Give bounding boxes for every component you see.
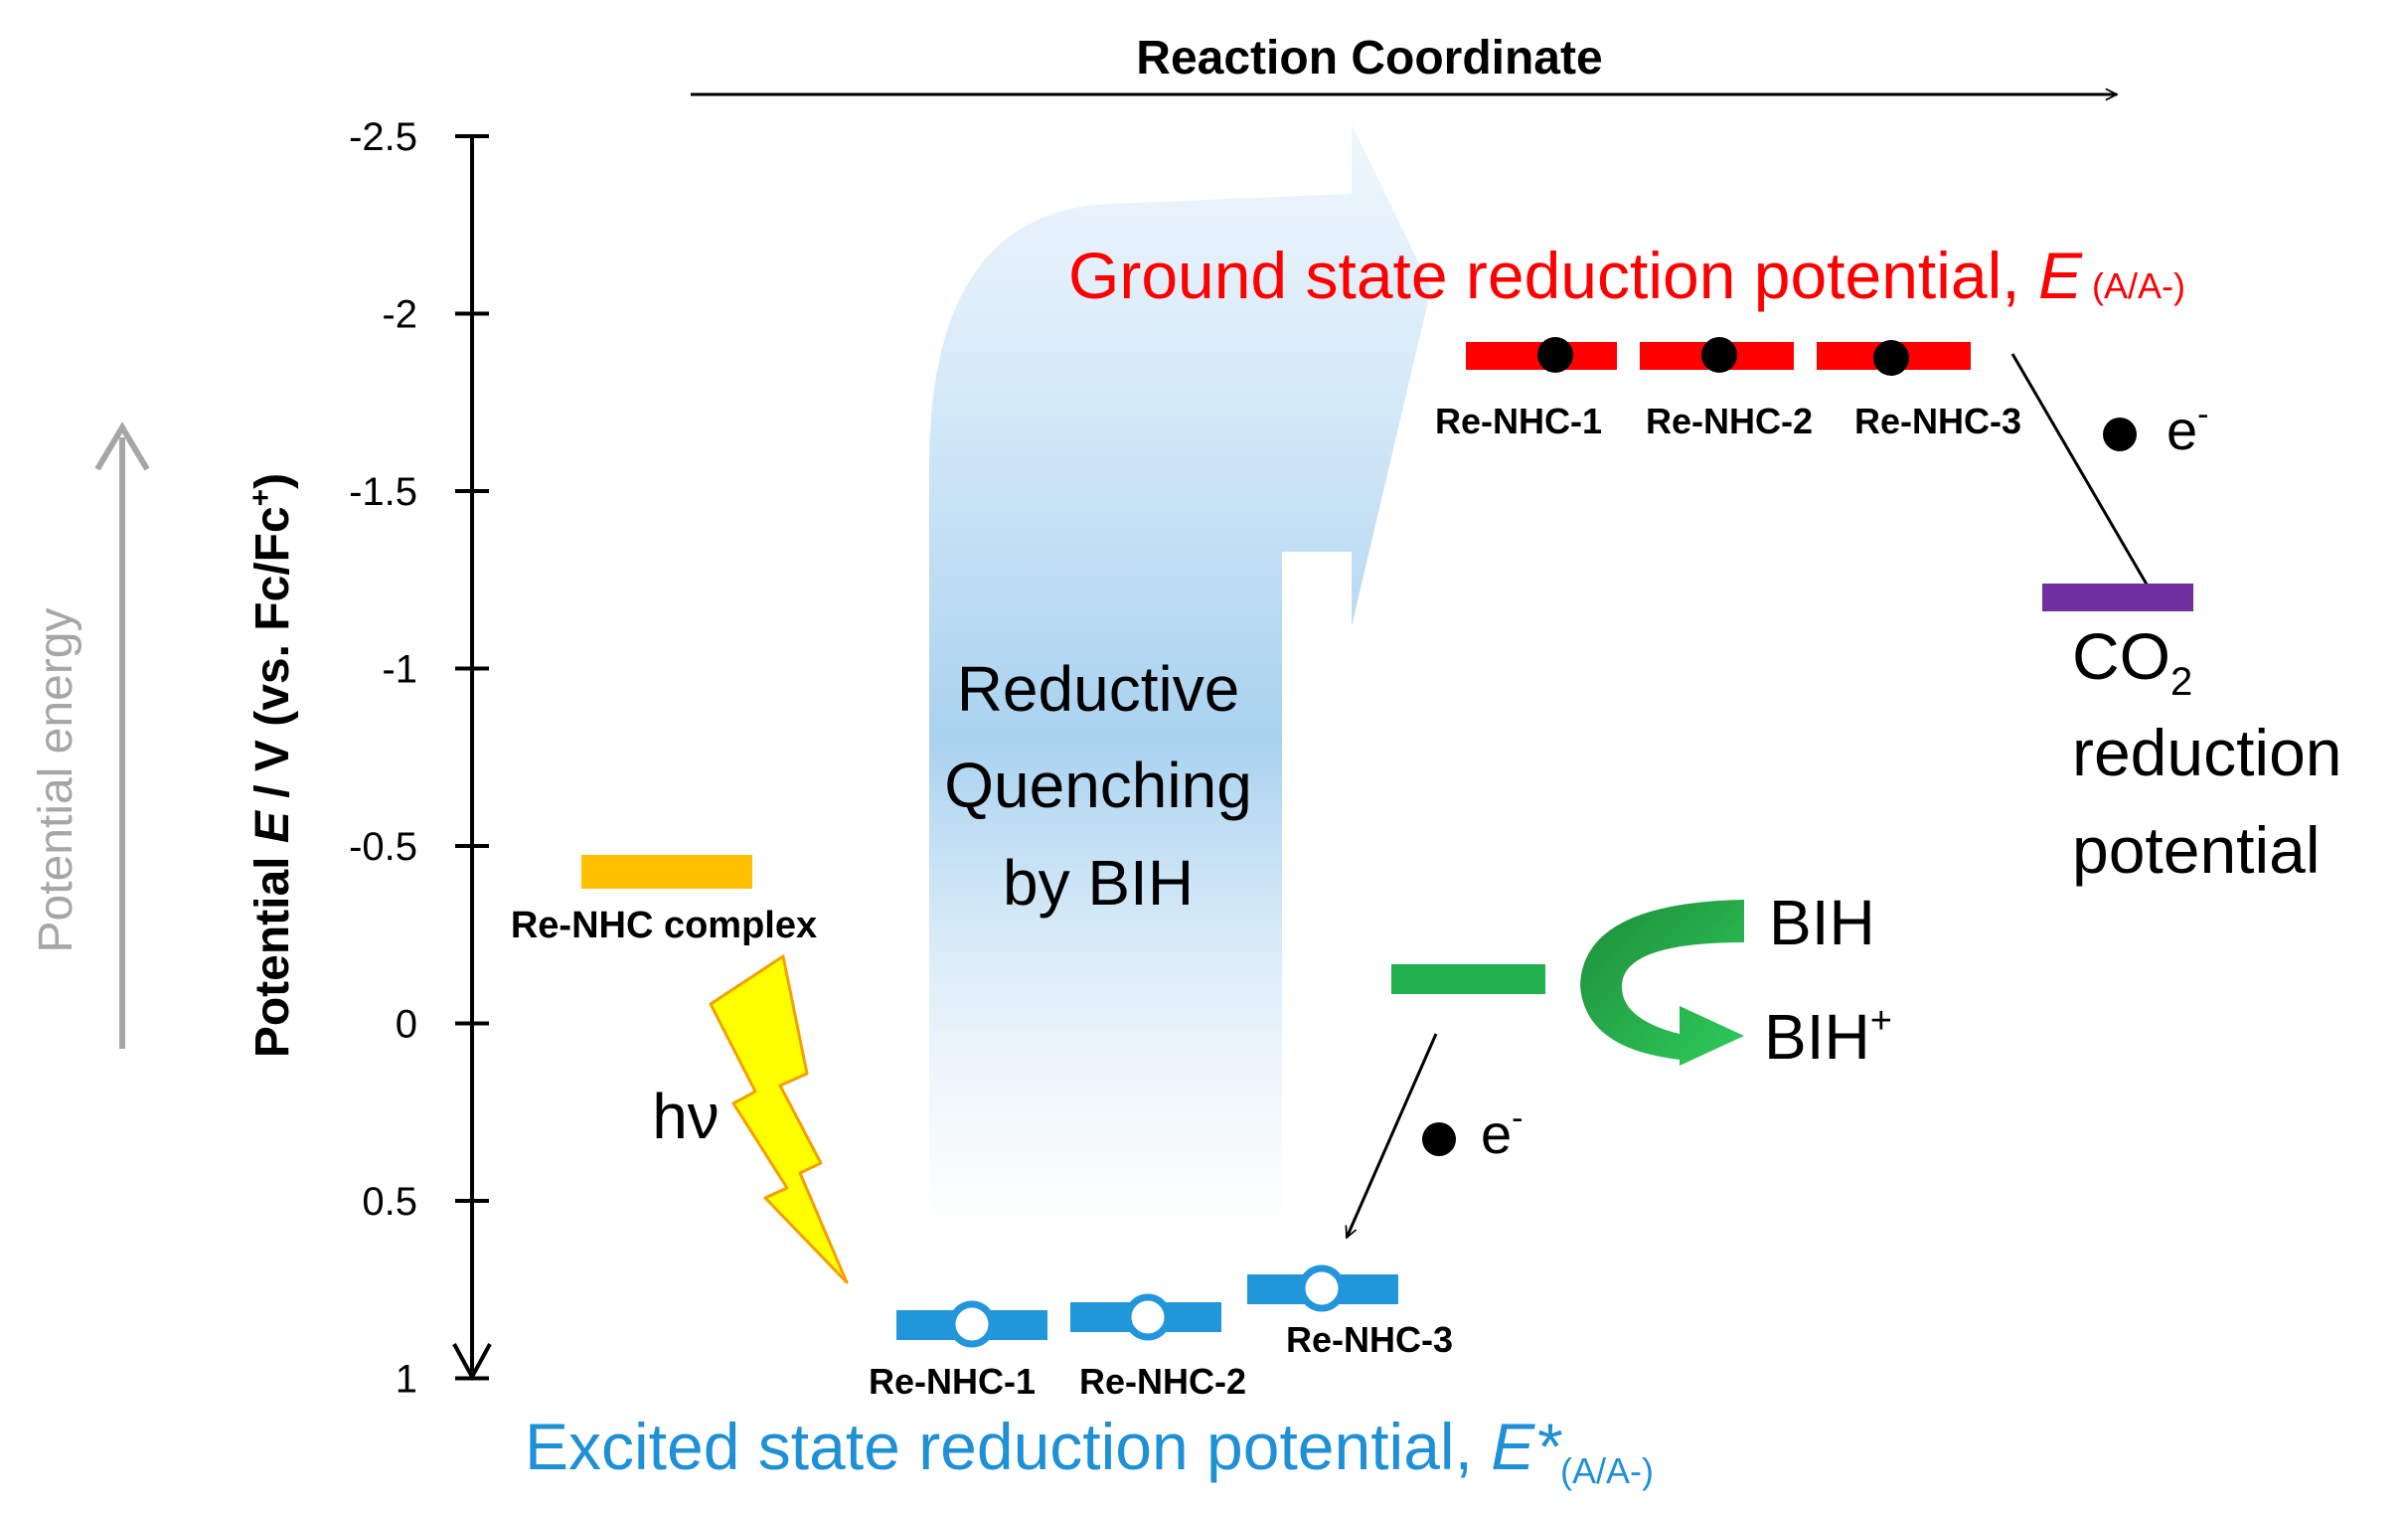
- ground-state-levels: Re-NHC-1 Re-NHC-2 Re-NHC-3: [1435, 337, 2021, 441]
- co2-label: CO2: [2072, 619, 2192, 704]
- hole-circle: [1124, 1293, 1172, 1341]
- ground-label-re-nhc-1: Re-NHC-1: [1435, 401, 1602, 441]
- y-tick-label: -1.5: [349, 470, 417, 514]
- electron-transfer-arrow-bih: [1347, 1033, 1438, 1238]
- ground-label-re-nhc-3: Re-NHC-3: [1854, 401, 2021, 441]
- reductive-quenching-arrow: [929, 124, 1431, 1243]
- reaction-coordinate-label: Reaction Coordinate: [1136, 32, 1602, 84]
- potential-energy-label: Potential energy: [30, 608, 82, 953]
- excited-label-re-nhc-2: Re-NHC-2: [1079, 1361, 1246, 1402]
- electron-label: e-: [2167, 396, 2208, 461]
- electron-dot: [1873, 340, 1909, 376]
- hole-circle: [1298, 1264, 1346, 1312]
- y-tick-label: 1: [396, 1358, 417, 1402]
- hole-circle: [948, 1300, 996, 1348]
- y-tick-label: -0.5: [349, 825, 417, 869]
- electron-dot: [1537, 337, 1573, 373]
- y-axis: -2.5 -2 -1.5 -1 -0.5 0 0.5 1: [349, 115, 492, 1402]
- y-tick-label: 0.5: [362, 1180, 417, 1224]
- potential-energy-arrow: [94, 421, 150, 1049]
- co2-label-line2: reduction: [2072, 716, 2342, 789]
- bih-label: BIH: [1769, 887, 1875, 958]
- complex-bar: [581, 855, 752, 889]
- y-tick-label: -2.5: [349, 115, 417, 159]
- excited-label-re-nhc-1: Re-NHC-1: [869, 1361, 1036, 1402]
- excited-state-levels: Re-NHC-1 Re-NHC-2 Re-NHC-3: [869, 1264, 1453, 1402]
- bih-curved-arrow-icon: [1580, 900, 1744, 1066]
- bih-bar: [1391, 964, 1545, 994]
- electron-dot: [2103, 418, 2137, 451]
- excited-state-title: Excited state reduction potential, E*(A/…: [525, 1410, 1654, 1491]
- ground-state-title: Ground state reduction potential, E (A/A…: [1068, 239, 2185, 312]
- co2-reduction-bar: [2042, 584, 2193, 611]
- electron-label: e-: [1481, 1099, 1523, 1165]
- quenching-label-line3: by BIH: [1003, 847, 1194, 919]
- y-tick-label: -2: [382, 293, 417, 337]
- excited-label-re-nhc-3: Re-NHC-3: [1286, 1319, 1453, 1360]
- electron-transfer-arrow-co2: [2010, 353, 2159, 601]
- hv-label: hν: [652, 1081, 720, 1152]
- lightning-bolt-icon: [709, 954, 849, 1284]
- bih-plus-label: BIH+: [1764, 1000, 1892, 1073]
- y-axis-label: Potential E / V (vs. Fc/Fc+): [244, 473, 299, 1058]
- ground-label-re-nhc-2: Re-NHC-2: [1646, 401, 1813, 441]
- y-tick-label: -1: [382, 648, 417, 692]
- y-tick-label: 0: [396, 1003, 417, 1047]
- electron-dot: [1422, 1122, 1456, 1156]
- quenching-label-line1: Reductive: [957, 653, 1240, 725]
- quenching-label-line2: Quenching: [944, 750, 1252, 821]
- co2-label-line3: potential: [2072, 813, 2321, 887]
- electron-dot: [1701, 337, 1737, 373]
- complex-label: Re-NHC complex: [511, 905, 817, 946]
